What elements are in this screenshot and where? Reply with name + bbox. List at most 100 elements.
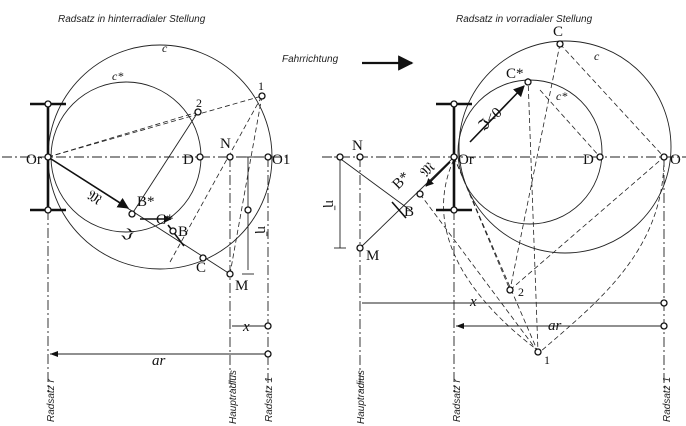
left-line-2-b	[131, 111, 199, 215]
right-line-c-2	[509, 43, 561, 291]
right-line-2-o	[509, 156, 665, 291]
right-line-n-b	[337, 156, 411, 211]
left-point-x-end	[264, 322, 272, 330]
right-point-n	[336, 153, 344, 161]
right-point-wheel-top	[450, 100, 458, 108]
right-point-ar-end	[660, 322, 668, 330]
left-label-b-star: B*	[137, 194, 155, 210]
left-label-eta: η̄	[254, 226, 270, 237]
right-point-c-star	[524, 78, 532, 86]
right-label-m: M	[366, 248, 379, 264]
right-label-d: D	[583, 152, 594, 168]
left-point-o1	[264, 153, 272, 161]
right-label-m-vector: 𝔐	[418, 160, 439, 181]
left-vlabel-radsatz-r: Radsatz r	[46, 379, 57, 422]
left-label-ar: ar	[152, 353, 166, 369]
right-point-1	[534, 348, 542, 356]
right-label-c: C	[553, 24, 563, 40]
left-vlabel-radsatz-1: Radsatz 1	[264, 377, 275, 422]
right-label-n: N	[352, 138, 363, 154]
right-label-b-star: B*	[390, 169, 414, 193]
right-line-m-or	[359, 156, 455, 249]
right-vector-j	[469, 85, 525, 143]
left-point-b-star	[128, 210, 136, 218]
left-diagram: Radsatz in hinterradialer Stellung	[2, 14, 290, 424]
left-point-n	[226, 153, 234, 161]
right-line-cstar-d	[539, 89, 601, 158]
left-point-2	[194, 108, 202, 116]
direction-indicator: Fahrrichtung	[282, 54, 414, 71]
direction-label: Fahrrichtung	[282, 54, 339, 65]
right-label-o: O	[670, 152, 681, 168]
right-circle-c-star	[457, 79, 603, 225]
right-point-n2	[356, 153, 364, 161]
right-vector-m	[425, 161, 451, 187]
left-label-c: c	[162, 41, 168, 55]
right-label-c-star: C*	[506, 66, 524, 82]
left-label-j-vector: ℑ	[118, 226, 135, 245]
right-point-x-end	[660, 299, 668, 307]
left-point-c	[199, 254, 207, 262]
right-label-b: B	[404, 204, 414, 220]
left-label-2: 2	[196, 96, 202, 110]
left-label-m: M	[235, 278, 248, 294]
right-point-m	[356, 244, 364, 252]
left-label-or: Or	[26, 152, 42, 168]
right-line-cstar-1	[527, 77, 539, 353]
left-label-x: x	[242, 319, 250, 335]
left-label-1: 1	[258, 79, 264, 93]
right-perp-tick	[391, 201, 407, 219]
right-line-b-1	[419, 193, 539, 353]
right-vlabel-radsatz-r: Radsatz r	[452, 379, 463, 422]
left-label-c-star: c*	[112, 69, 123, 83]
left-point-eta-mid	[244, 206, 252, 214]
left-point-wheel-bottom	[44, 206, 52, 214]
right-circle-c	[458, 40, 672, 254]
right-point-o	[660, 153, 668, 161]
left-line-or-2	[47, 111, 199, 158]
left-point-ar-end	[264, 350, 272, 358]
right-line-or-2	[453, 156, 511, 291]
left-point-m	[226, 270, 234, 278]
right-dim-ar-arrow	[456, 323, 464, 329]
right-diagram: Radsatz in vorradialer Stellung	[322, 14, 686, 424]
left-title: Radsatz in hinterradialer Stellung	[58, 14, 206, 25]
right-vlabel-radsatz-1: Radsatz 1	[662, 377, 673, 422]
left-label-c: C	[196, 260, 206, 276]
left-point-c-star-b	[169, 227, 177, 235]
right-vlabel-hauptradius: Hauptradius	[356, 370, 367, 424]
left-point-d	[196, 153, 204, 161]
left-point-or	[44, 153, 52, 161]
left-label-c-star-pt: C*	[156, 212, 174, 228]
right-point-b-star	[416, 190, 424, 198]
right-dashed-curve	[443, 156, 665, 353]
right-label-or: Or	[458, 152, 474, 168]
left-line-1-m	[229, 95, 263, 275]
right-point-2	[506, 286, 514, 294]
left-point-1	[258, 92, 266, 100]
left-vlabel-hauptradius: Hauptradius	[228, 370, 239, 424]
right-title: Radsatz in vorradialer Stellung	[456, 14, 593, 25]
right-label-x: x	[469, 294, 477, 310]
right-label-c-lower: c	[594, 49, 600, 63]
right-point-d	[596, 153, 604, 161]
left-label-o1: O1	[272, 152, 290, 168]
right-label-1: 1	[544, 353, 550, 367]
left-line-or-1	[47, 95, 263, 158]
right-label-ar: ar	[548, 318, 562, 334]
left-dim-ar-arrow	[50, 351, 58, 357]
right-line-c-o	[559, 43, 665, 158]
right-point-c	[556, 40, 564, 48]
right-label-eta: η̄	[322, 200, 338, 211]
right-label-c-star-lower: c*	[556, 89, 567, 103]
left-label-n: N	[220, 136, 231, 152]
left-point-wheel-top	[44, 100, 52, 108]
right-label-2: 2	[518, 285, 524, 299]
left-label-d: D	[183, 152, 194, 168]
left-label-b: B	[178, 224, 188, 240]
right-point-or	[450, 153, 458, 161]
left-vector-m	[47, 156, 129, 209]
right-point-wheel-bottom	[450, 206, 458, 214]
